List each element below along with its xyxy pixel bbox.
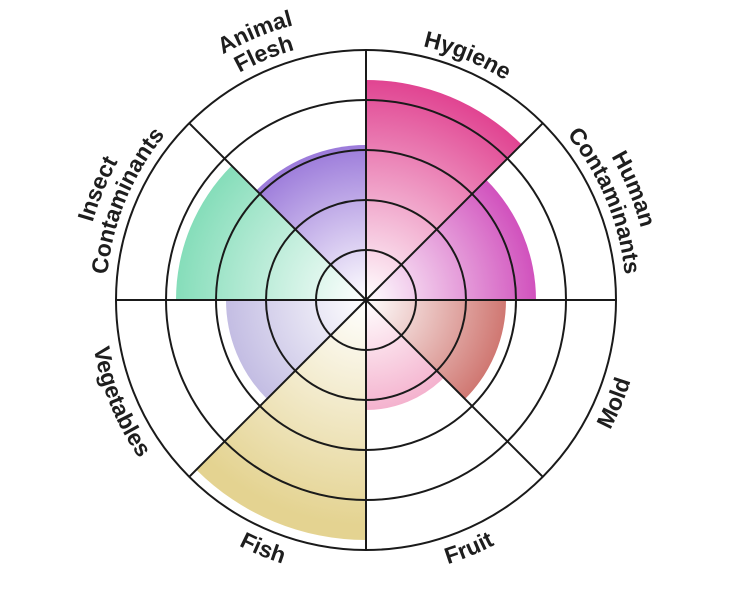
category-label-fruit: Fruit: [441, 526, 497, 569]
sector-mold: [366, 300, 506, 399]
grid-spoke: [365, 122, 544, 301]
grid-spoke: [188, 299, 367, 478]
sectors-layer: [176, 80, 536, 540]
grid-spoke: [188, 122, 367, 301]
grid-layer: [115, 49, 617, 551]
sector-vegetables: [226, 300, 366, 399]
sector-fish: [196, 300, 366, 540]
category-label-fish: Fish: [236, 527, 289, 569]
category-label-hygiene: Hygiene: [422, 26, 516, 85]
sector-insect-contaminants: [176, 165, 366, 300]
sector-human-contaminants: [366, 179, 536, 300]
sector-animal-flesh: [256, 145, 366, 300]
sector-fruit: [366, 300, 444, 410]
sector-hygiene: [366, 80, 522, 300]
grid-spoke: [365, 299, 544, 478]
category-label-mold: Mold: [591, 374, 635, 432]
